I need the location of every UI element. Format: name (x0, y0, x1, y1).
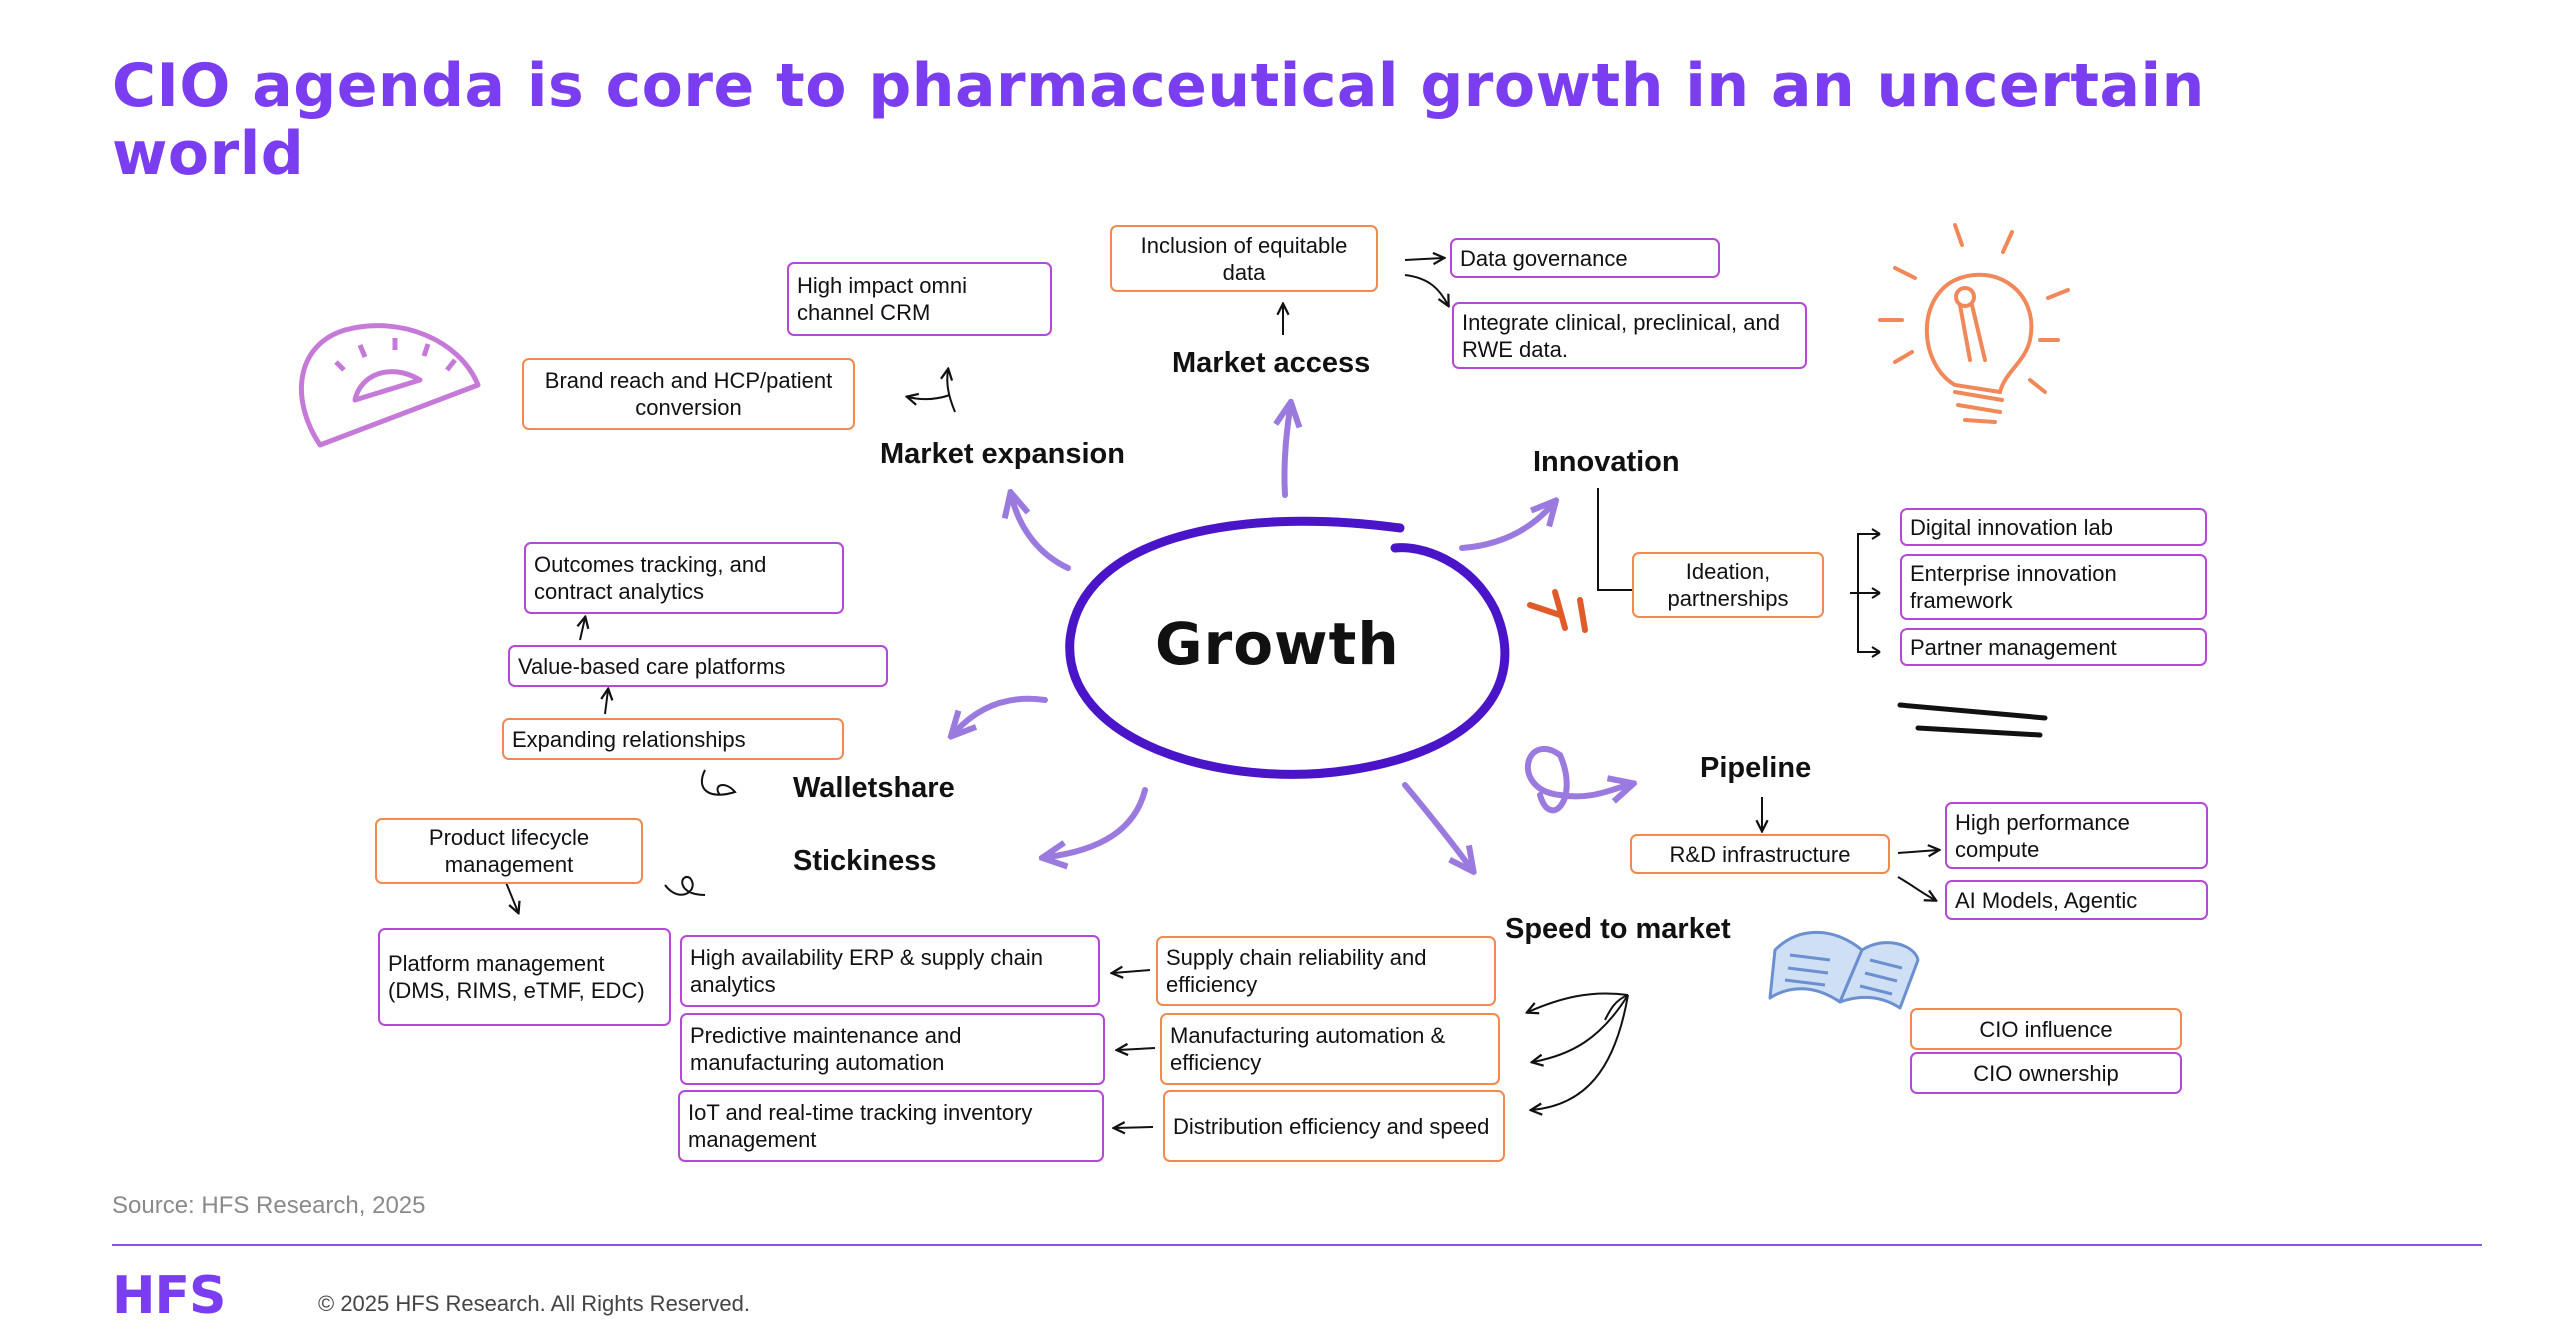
underline-accent (1897, 702, 2048, 738)
label-stickiness: Stickiness (793, 845, 937, 877)
arrow-to-ai (1897, 876, 1935, 900)
protractor-icon (298, 323, 481, 448)
arrow-speed-stem (1604, 994, 1629, 1021)
legend-cio-ownership: CIO ownership (1910, 1052, 2182, 1094)
box-expanding: Expanding relationships (502, 718, 844, 760)
arrow-expansion-left (908, 395, 951, 399)
spark-accent (1527, 589, 1588, 633)
arrow-supply-to-erp (1113, 970, 1151, 973)
arrow-value-to-outcomes (580, 618, 585, 641)
arrow-speed-3 (1532, 994, 1629, 1110)
arrow-to-stickiness (1048, 787, 1148, 857)
arrow-to-walletshare (955, 695, 1048, 732)
box-erp: High availability ERP & supply chain ana… (680, 935, 1100, 1007)
arrow-dist-to-iot (1115, 1127, 1154, 1128)
box-rd-infra: R&D infrastructure (1630, 834, 1890, 874)
box-partner-mgmt: Partner management (1900, 628, 2207, 666)
box-distribution: Distribution efficiency and speed (1163, 1090, 1505, 1162)
box-data-governance: Data governance (1450, 238, 1720, 278)
box-inclusion: Inclusion of equitable data (1110, 225, 1378, 292)
box-integrate-data: Integrate clinical, preclinical, and RWE… (1452, 302, 1807, 369)
lightbulb-icon (1878, 223, 2070, 424)
box-mfg-automation: Manufacturing automation & efficiency (1160, 1013, 1500, 1085)
box-supply-chain: Supply chain reliability and efficiency (1156, 936, 1496, 1006)
arrow-mfg-to-predictive (1118, 1048, 1156, 1050)
book-icon (1768, 930, 1920, 1010)
box-enterprise-framework: Enterprise innovation framework (1900, 554, 2207, 620)
arrow-expansion-up (947, 370, 956, 413)
growth-center-label: Growth (1155, 610, 1400, 678)
arrow-to-hpc (1897, 850, 1938, 853)
hfs-logo: HFS (112, 1266, 226, 1326)
label-pipeline: Pipeline (1700, 752, 1812, 784)
label-speed-to-market: Speed to market (1505, 913, 1731, 945)
arrow-to-speed (1402, 782, 1470, 867)
arrow-plm-down (504, 879, 518, 912)
box-platform-mgmt: Platform management (DMS, RIMS, eTMF, ED… (378, 928, 671, 1026)
box-plm: Product lifecycle management (375, 818, 643, 884)
box-value-based: Value-based care platforms (508, 645, 888, 687)
box-iot: IoT and real-time tracking inventory man… (678, 1090, 1104, 1162)
source-note: Source: HFS Research, 2025 (112, 1192, 426, 1219)
arrow-to-data-governance (1404, 258, 1443, 260)
label-innovation: Innovation (1533, 446, 1680, 478)
arrow-to-market-expansion (1012, 498, 1071, 571)
arrow-expanding-to-value (605, 690, 608, 715)
label-walletshare: Walletshare (793, 772, 955, 804)
bracket-digital (1850, 533, 1880, 594)
box-digital-lab: Digital innovation lab (1900, 508, 2207, 546)
arrow-to-pipeline (1524, 746, 1628, 814)
box-predictive: Predictive maintenance and manufacturing… (680, 1013, 1105, 1085)
arrow-speed-1 (1528, 992, 1629, 1012)
footer-divider (112, 1244, 2482, 1246)
box-ideation: Ideation, partnerships (1632, 552, 1824, 618)
innovation-connector (1597, 488, 1638, 591)
box-outcomes: Outcomes tracking, and contract analytic… (524, 542, 844, 614)
legend-cio-influence: CIO influence (1910, 1008, 2182, 1050)
growth-ring (1065, 516, 1510, 779)
arrow-to-market-access (1284, 408, 1290, 498)
squiggle-walletshare (700, 769, 737, 796)
arrow-to-integrate (1404, 274, 1448, 305)
arrow-speed-2 (1533, 994, 1629, 1062)
squiggle-stickiness (664, 876, 706, 896)
bracket-partner (1857, 593, 1880, 653)
box-omni-crm: High impact omni channel CRM (787, 262, 1052, 336)
box-hpc: High performance compute (1945, 802, 2208, 869)
arrow-to-innovation (1459, 505, 1552, 551)
box-brand-reach: Brand reach and HCP/patient conversion (522, 358, 855, 430)
label-market-expansion: Market expansion (880, 438, 1125, 470)
box-ai-models: AI Models, Agentic (1945, 880, 2208, 920)
label-market-access: Market access (1172, 347, 1371, 379)
page-title: CIO agenda is core to pharmaceutical gro… (112, 51, 2205, 189)
copyright: © 2025 HFS Research. All Rights Reserved… (318, 1291, 750, 1316)
